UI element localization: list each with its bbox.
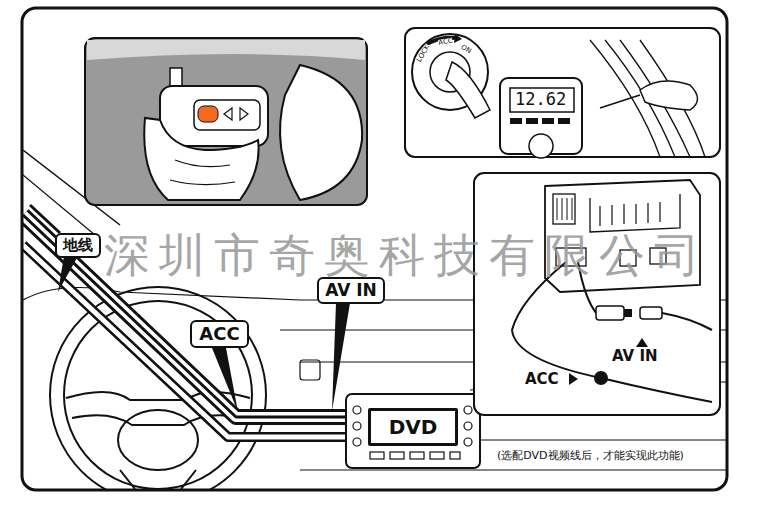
callout-pointer (58, 256, 78, 292)
dashcam-inset (85, 38, 367, 205)
key-position: ACC (438, 37, 454, 47)
callout-text: ACC (199, 324, 239, 344)
outer-frame (22, 8, 727, 490)
callout-text: 地线 (63, 237, 93, 254)
callout-pointer (332, 303, 350, 411)
key-position: LOCK (416, 44, 432, 64)
head-unit-buttons (353, 406, 472, 459)
signal-name: ACC (525, 371, 559, 388)
head-unit (346, 394, 480, 468)
callout-box: AV IN (317, 277, 385, 304)
callout-text: AV IN (325, 281, 377, 300)
callout-box: ACC (190, 320, 249, 348)
callout-text: DVD (389, 416, 438, 438)
signal-name: AV IN (612, 348, 658, 365)
dvd-screen: DVD (368, 408, 458, 446)
meter-reading: 12.62 (515, 90, 566, 109)
callout-pointer (212, 348, 238, 412)
key-position: ON (459, 44, 472, 56)
wiring-inset (474, 173, 720, 415)
note: (选配DVD视频线后，才能实现此功能) (497, 450, 684, 462)
watermark: 深圳市奇奥科技有限公司 (104, 230, 709, 281)
ignition-multimeter-inset (405, 28, 720, 158)
callout-box: 地线 (55, 233, 101, 258)
